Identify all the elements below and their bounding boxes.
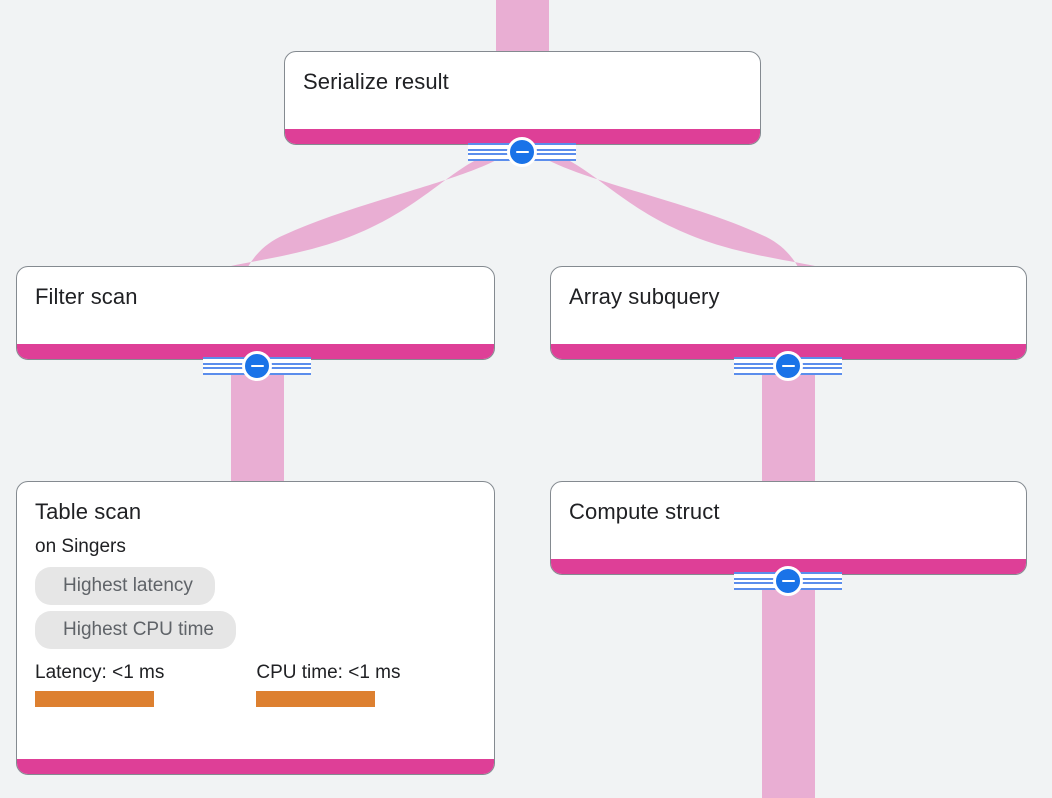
node-subtitle: on Singers [35, 536, 126, 557]
status-badge-highest-latency: Highest latency [35, 567, 215, 605]
status-badge-highest-cpu-time: Highest CPU time [35, 611, 236, 649]
flow-compute-struct-down [762, 581, 815, 798]
collapse-minus-icon[interactable] [773, 351, 803, 381]
collapse-handle-array-subquery[interactable] [734, 351, 842, 381]
node-body: Array subquery [551, 267, 1026, 344]
node-title: Serialize result [303, 69, 449, 94]
collapse-minus-icon[interactable] [773, 566, 803, 596]
metric-latency-label: Latency: <1 ms [35, 662, 165, 683]
node-accent-footer [17, 759, 494, 774]
node-body: Compute struct [551, 482, 1026, 559]
collapse-handle-filter-scan[interactable] [203, 351, 311, 381]
node-serialize-result[interactable]: Serialize result [284, 51, 761, 145]
collapse-handle-compute-struct[interactable] [734, 566, 842, 596]
collapse-minus-icon[interactable] [507, 137, 537, 167]
node-compute-struct[interactable]: Compute struct [550, 481, 1027, 575]
minus-glyph [781, 579, 795, 583]
node-title: Compute struct [569, 499, 720, 524]
collapse-minus-icon[interactable] [242, 351, 272, 381]
minus-glyph [515, 150, 529, 154]
node-body: Table scan on Singers Highest latency Hi… [17, 482, 494, 759]
metric-cpu-time-label: CPU time: <1 ms [256, 662, 401, 683]
node-title: Filter scan [35, 284, 138, 309]
node-body: Filter scan [17, 267, 494, 344]
node-title: Table scan [35, 499, 142, 524]
node-badges: Highest latency Highest CPU time [35, 567, 236, 649]
node-body: Serialize result [285, 52, 760, 129]
metric-latency-bar-track [35, 691, 154, 707]
minus-glyph [250, 364, 264, 368]
metric-latency-bar-fill [35, 691, 154, 707]
node-table-scan[interactable]: Table scan on Singers Highest latency Hi… [16, 481, 495, 775]
metric-cpu-time: CPU time: <1 ms [256, 661, 401, 707]
flow-filter-scan-to-table-scan [231, 366, 284, 481]
minus-glyph [781, 364, 795, 368]
metric-cpu-time-bar-track [256, 691, 376, 707]
node-title: Array subquery [569, 284, 720, 309]
node-metrics: Latency: <1 ms CPU time: <1 ms [35, 661, 401, 707]
collapse-handle-serialize-result[interactable] [468, 137, 576, 167]
node-filter-scan[interactable]: Filter scan [16, 266, 495, 360]
flow-array-subquery-to-compute-struct [762, 366, 815, 481]
node-accent-footer [285, 129, 760, 144]
metric-latency: Latency: <1 ms [35, 661, 164, 707]
flow-into-serialize-result [496, 0, 549, 52]
metric-cpu-time-bar-fill [256, 691, 376, 707]
node-array-subquery[interactable]: Array subquery [550, 266, 1027, 360]
